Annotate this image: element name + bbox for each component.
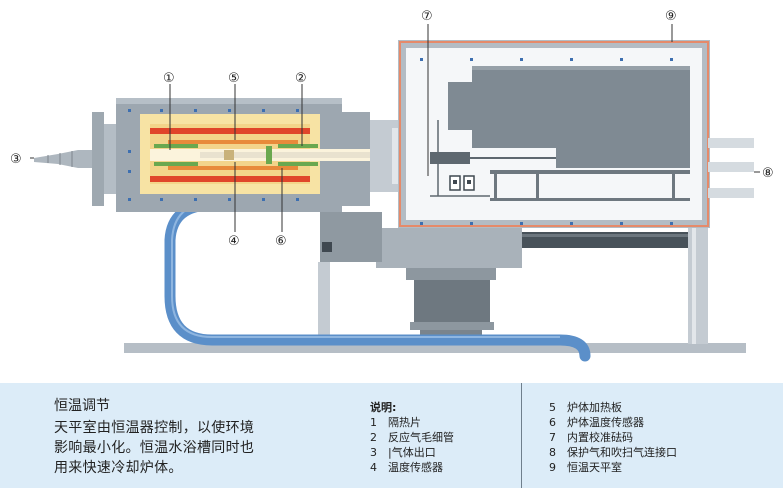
shield-stack	[266, 146, 272, 164]
pedestal-ring	[410, 322, 494, 330]
heater-plate-top	[150, 128, 310, 134]
radiation-shield-right-bottom	[278, 162, 318, 166]
legend-item-8: 8 保护气和吹扫气连接口	[549, 444, 677, 460]
legend-num: 6	[549, 416, 556, 429]
callout-7: ⑦	[421, 9, 433, 24]
legend-label: 内置校准砝码	[567, 431, 633, 444]
legend-item-7: 7 内置校准砝码	[549, 429, 633, 445]
sample-tube-core	[200, 152, 428, 158]
carriage-block	[376, 228, 522, 268]
chamber-base-rail	[490, 198, 690, 201]
legend-item-5: 5 炉体加热板	[549, 399, 622, 415]
legend-label: 温度传感器	[388, 461, 443, 474]
gas-outlet-nozzle	[34, 150, 94, 168]
left-leg	[318, 262, 330, 344]
legend-title: 说明:	[370, 401, 397, 414]
chamber-post-1	[494, 170, 497, 200]
legend-item-1: 1 隔热片	[370, 414, 421, 430]
chamber-rail	[490, 170, 690, 174]
radiation-shield-left-bottom	[154, 162, 198, 166]
callout-5: ⑤	[228, 71, 240, 86]
legend-num: 5	[549, 401, 556, 414]
sample-crucible	[224, 150, 234, 160]
info-panel: 恒温调节 天平室由恒温器控制，以使环境 影响最小化。恒温水浴槽同时也 用来快速冷…	[0, 383, 783, 488]
legend-num: 4	[370, 461, 377, 474]
legend-item-6: 6 炉体温度传感器	[549, 414, 644, 430]
legend-num: 9	[549, 461, 556, 474]
pedestal	[414, 280, 490, 326]
callout-9: ⑨	[665, 9, 677, 24]
housing-bolts	[128, 109, 299, 201]
right-leg-inner	[692, 228, 696, 344]
calibration-weight-dot-2	[467, 180, 471, 184]
legend-separator	[521, 383, 522, 488]
info-line-3: 用来快速冷却炉体。	[54, 460, 183, 476]
legend-item-4: 4 温度传感器	[370, 459, 443, 475]
callout-6: ⑥	[275, 234, 287, 249]
legend-label: 炉体加热板	[567, 401, 622, 414]
carriage-bracket	[320, 212, 382, 262]
info-line-2: 影响最小化。恒温水浴槽同时也	[54, 440, 255, 456]
callout-leaders	[30, 24, 760, 232]
legend-num: 1	[370, 416, 377, 429]
carriage-bracket-edge	[322, 242, 332, 252]
legend-item-9: 9 恒温天平室	[549, 459, 622, 475]
legend-label: |气体出口	[388, 446, 436, 459]
callout-1: ①	[163, 71, 175, 86]
chamber-bolts	[420, 58, 673, 225]
legend-label: 反应气毛细管	[388, 431, 454, 444]
callout-8: ⑧	[762, 166, 774, 181]
legend-item-2: 2 反应气毛细管	[370, 429, 454, 445]
heater-mid-top	[168, 140, 298, 144]
balance-chamber-frame	[399, 41, 709, 227]
base-plate	[124, 343, 746, 353]
heater-plate-bottom	[150, 176, 310, 182]
heater-mid-bottom	[168, 166, 298, 170]
right-leg	[688, 228, 708, 344]
callout-2: ②	[295, 71, 307, 86]
chamber-post-2	[536, 170, 539, 200]
balance-beam	[430, 152, 470, 164]
callout-3: ③	[10, 152, 22, 167]
radiation-shield-left-top	[154, 144, 198, 148]
legend-num: 3	[370, 446, 377, 459]
legend-num: 7	[549, 431, 556, 444]
gas-port-pipe-2	[708, 162, 754, 172]
legend-num: 2	[370, 431, 377, 444]
info-line-1: 天平室由恒温器控制，以使环境	[54, 420, 255, 436]
end-flange-outer	[92, 112, 104, 206]
legend-label: 恒温天平室	[567, 461, 622, 474]
info-title: 恒温调节	[54, 398, 110, 414]
balance-mechanism-top-edge	[472, 66, 690, 70]
end-flange-inner	[104, 124, 116, 194]
legend-item-3: 3 |气体出口	[370, 444, 436, 460]
gas-port-pipe-1	[708, 138, 754, 148]
radiation-shield-right-top	[278, 144, 318, 148]
pedestal-top	[406, 268, 496, 280]
chamber-post-3	[672, 170, 675, 200]
legend-label: 隔热片	[388, 416, 421, 429]
legend-label: 保护气和吹扫气连接口	[567, 446, 677, 459]
balance-flange-ring	[392, 128, 402, 184]
legend-label: 炉体温度传感器	[567, 416, 644, 429]
calibration-weight-dot-1	[453, 180, 457, 184]
callout-4: ④	[228, 234, 240, 249]
balance-mechanism	[448, 66, 690, 168]
gas-port-pipe-3	[708, 188, 754, 198]
housing-top-face	[116, 98, 342, 104]
legend-num: 8	[549, 446, 556, 459]
